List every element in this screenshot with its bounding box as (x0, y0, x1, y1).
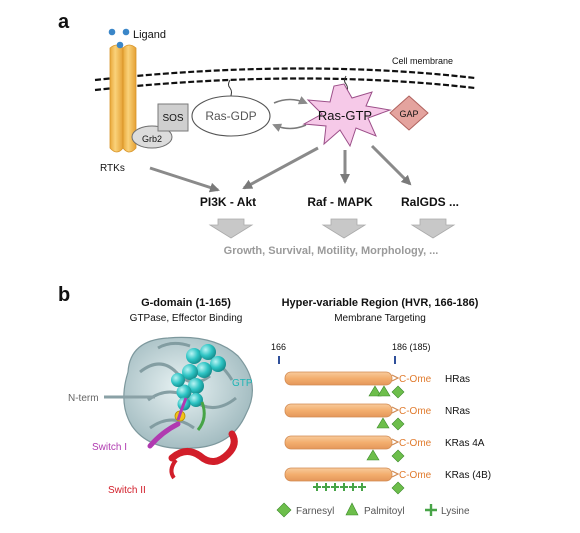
hvr-end-tick (394, 356, 396, 364)
palmitoyl-triangle (377, 385, 391, 397)
gdomain-subtitle: GTPase, Effector Binding (130, 313, 243, 324)
gtp-label: GTP (232, 378, 253, 389)
ligand-dot (122, 28, 130, 36)
panel-a-letter: a (58, 11, 70, 33)
sos-label: SOS (162, 113, 183, 124)
block-arrow-right (410, 218, 456, 239)
ras-gdp-label: Ras-GDP (205, 109, 256, 123)
farnesyl-diamond (391, 417, 405, 431)
green-loop (196, 401, 206, 431)
switch-1-label: Switch I (92, 442, 127, 453)
panel-b: b G-domain (1-165) GTPase, Effector Bind… (58, 284, 491, 518)
legend-palmitoyl-label: Palmitoyl (364, 506, 405, 517)
panel-b-letter: b (58, 284, 70, 306)
legend-lysine-label: Lysine (441, 506, 470, 517)
legend-farnesyl-icon (276, 502, 292, 518)
ras-name-label: KRas 4A (445, 438, 485, 449)
hvr-start-tick (278, 356, 280, 364)
arrow-to-ralgds (370, 144, 412, 186)
cterm-tick (391, 470, 400, 478)
cterm-label: C-Ome (399, 438, 432, 449)
membrane-inner-line (94, 77, 476, 92)
cterm-tick (391, 374, 400, 382)
hvr-subtitle: Membrane Targeting (334, 313, 426, 324)
pathway-raf-mapk: Raf - MAPK (307, 195, 373, 209)
hvr-bar (284, 435, 393, 450)
palmitoyl-triangle (366, 449, 380, 461)
cterm-tick (391, 438, 400, 446)
farnesyl-diamond (391, 385, 405, 399)
block-arrow-middle (321, 218, 367, 239)
ras-name-label: KRas (4B) (445, 470, 491, 481)
ras-gdp-shape (191, 95, 271, 137)
switch-2-label: Switch II (108, 485, 146, 496)
ras-gtp-label: Ras-GTP (318, 108, 372, 123)
hvr-bar (284, 467, 393, 482)
cterm-tick (391, 406, 400, 414)
palmitoyl-triangle (368, 385, 382, 397)
gap-diamond (389, 95, 429, 131)
hvr-start-label: 166 (271, 342, 286, 352)
outcomes-label: Growth, Survival, Motility, Morphology, … (224, 245, 439, 257)
pathway-ralgds: RalGDS ... (401, 195, 459, 209)
legend-farnesyl-label: Farnesyl (296, 506, 334, 517)
cell-membrane-label: Cell membrane (392, 56, 453, 66)
gap-label: GAP (399, 109, 418, 119)
hvr-row-hras: C-Ome HRas (284, 371, 470, 399)
sos-box (157, 103, 189, 132)
legend-lysine-icon (425, 504, 437, 516)
ras-name-label: NRas (445, 406, 470, 417)
farnesyl-diamond (391, 481, 405, 495)
switch-2-tail (169, 458, 178, 480)
hvr-end-label: 186 (185) (392, 342, 431, 352)
hvr-row-kras4b: C-Ome KRas (4B) (284, 467, 491, 495)
ligand-dot (116, 41, 124, 49)
gtp-spheres (171, 344, 226, 411)
nterm-label: N-term (68, 393, 99, 404)
modification-legend: Farnesyl Palmitoyl Lysine (276, 502, 470, 518)
arrow-to-pi3k-from-ras (242, 146, 319, 190)
cterm-label: C-Ome (399, 406, 432, 417)
farnesyl-diamond (391, 449, 405, 463)
cterm-label: C-Ome (399, 470, 432, 481)
ras-gtp-starburst (302, 83, 392, 148)
legend-palmitoyl-icon (345, 502, 359, 516)
switch-1-loop (147, 421, 181, 449)
gdomain-title: G-domain (1-165) (141, 297, 231, 309)
ligand-dot (108, 28, 116, 36)
switch-1-inner (176, 397, 188, 421)
lysine-crosses (313, 483, 366, 491)
ligand-label: Ligand (133, 29, 166, 41)
hvr-title: Hyper-variable Region (HVR, 166-186) (282, 297, 479, 309)
grb2-label: Grb2 (142, 134, 162, 144)
protein-structure (104, 336, 253, 480)
membrane-outer-line (94, 67, 476, 82)
block-arrow-left (208, 218, 254, 239)
switch-2-helix (168, 430, 238, 465)
exchange-arrow-forward (273, 96, 308, 105)
palmitoyl-triangle (376, 417, 390, 429)
pathway-pi3k-akt: PI3K - Akt (200, 195, 256, 209)
hvr-bar (284, 403, 393, 418)
hvr-bar (284, 371, 393, 386)
exchange-arrow-backward (272, 123, 307, 132)
panel-a: a Cell membrane Ligand RTKs Grb2 SOS Ras… (58, 11, 476, 257)
hvr-row-nras: C-Ome NRas (284, 403, 470, 431)
rtks-label: RTKs (100, 163, 125, 174)
down-block-arrows (208, 218, 456, 239)
ras-name-label: HRas (445, 374, 470, 385)
rtk-receptor (109, 44, 137, 153)
arrow-to-pi3k (149, 166, 220, 193)
cterm-label: C-Ome (399, 374, 432, 385)
ras-gdp-tether (228, 79, 232, 99)
hvr-row-kras4a: C-Ome KRas 4A (284, 435, 485, 463)
